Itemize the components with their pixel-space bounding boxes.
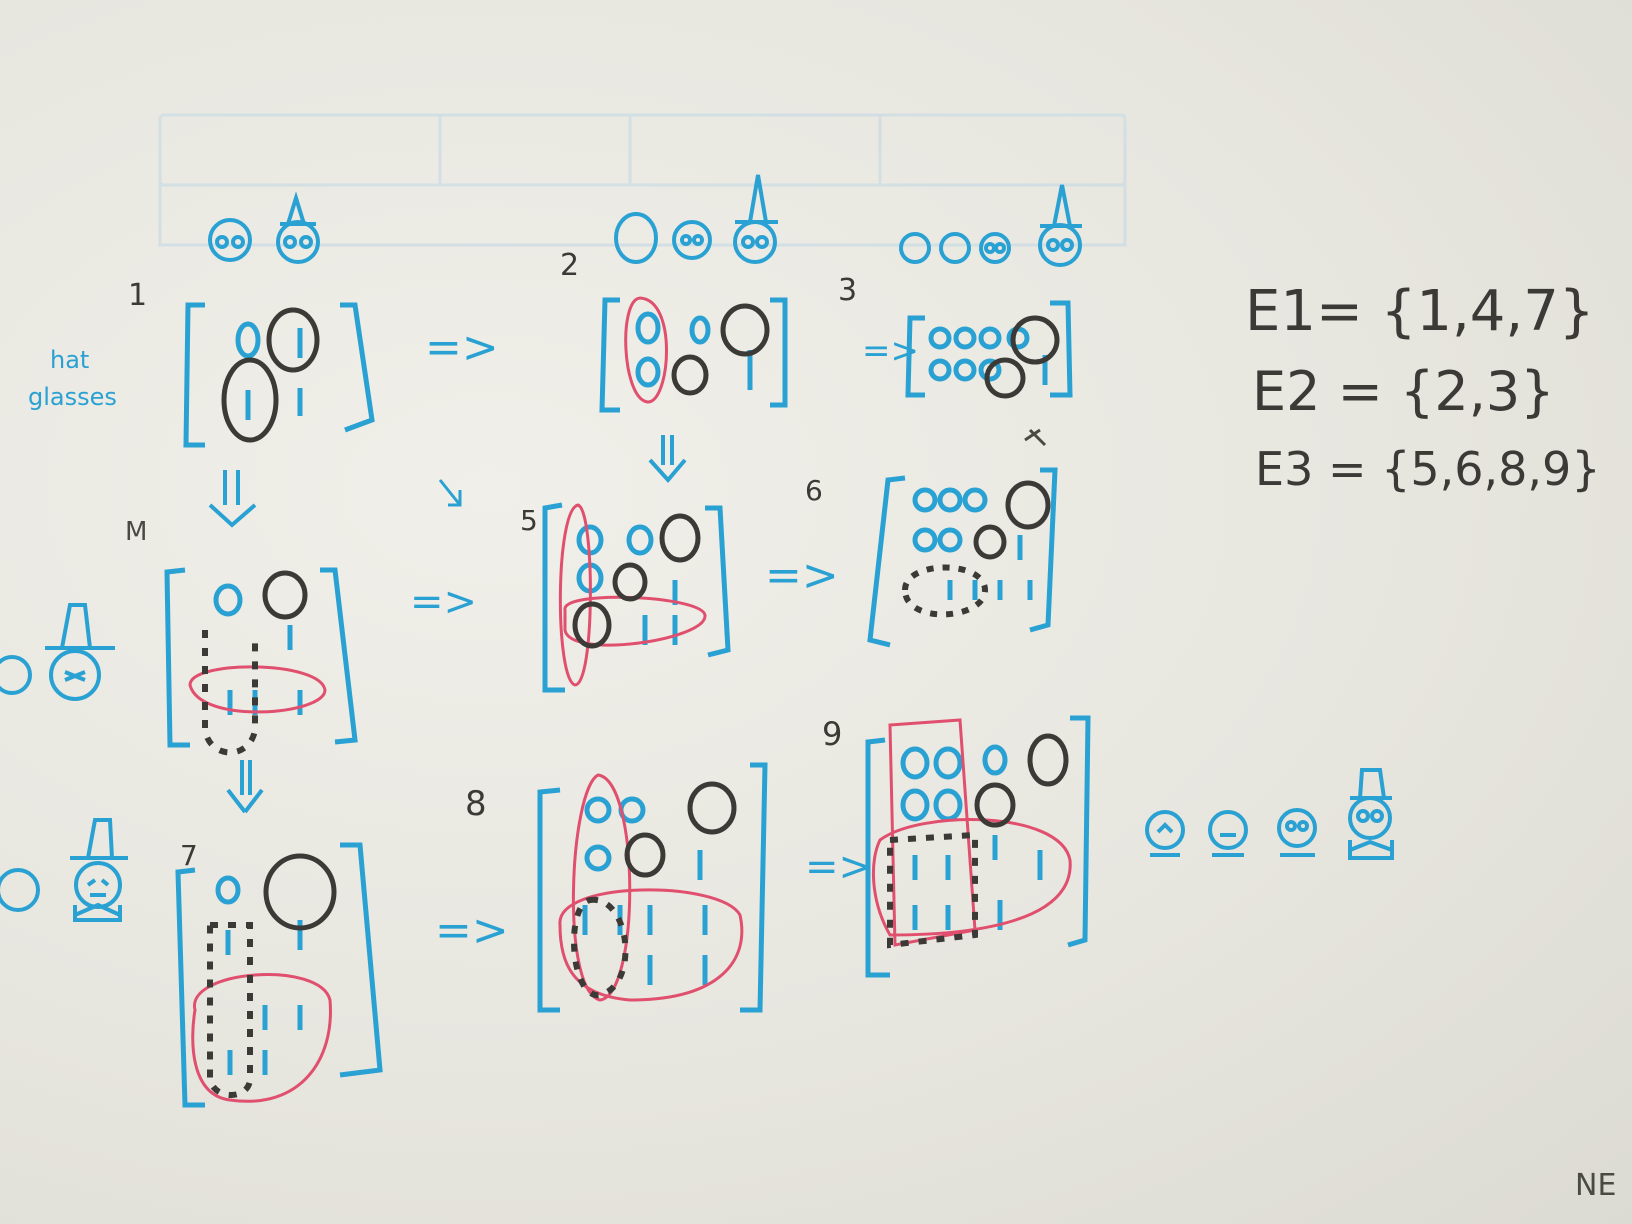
arrow-5-to-6: =>: [765, 550, 839, 601]
step-1: 1 hat glasses: [28, 191, 375, 528]
step-number-7: 7: [180, 839, 198, 872]
matrix-3-marks: [984, 315, 1060, 399]
matrix-4-marks: [262, 570, 308, 620]
dotted-loop-6: [901, 564, 989, 618]
step-number-6: 6: [805, 474, 823, 507]
arrow-4-to-5: =>: [410, 579, 477, 625]
matrix-6-marks: [973, 480, 1051, 560]
step-7: 7: [0, 818, 383, 1108]
face-glasses-icon: [208, 218, 252, 262]
step-number-9: 9: [822, 715, 842, 753]
faces-step-3: [899, 184, 1082, 267]
matrix-1: [183, 302, 375, 448]
step-3: 3: [838, 184, 1082, 447]
faces-step-9: [1145, 768, 1394, 860]
matrix-2-marks: [671, 303, 770, 396]
step-4-scribble: M: [125, 517, 147, 547]
arrow-down-1: [208, 470, 257, 528]
set-e3: E3 = {5,6,8,9}: [1255, 442, 1601, 496]
step-9: 9: [822, 715, 1394, 978]
arrow-up-small: [1024, 428, 1047, 447]
set-definitions: E1= {1,4,7} E2 = {2,3} E3 = {5,6,8,9}: [1245, 279, 1601, 496]
step-number-2: 2: [560, 248, 579, 283]
set-e1: E1= {1,4,7}: [1245, 279, 1594, 344]
pink-loop-7: [191, 973, 332, 1103]
matrix-6: [867, 467, 1058, 648]
dotted-loop-4: [202, 630, 258, 756]
dotted-loop-8: [571, 896, 629, 999]
pink-loop-9b: [872, 818, 1072, 937]
faces-step-4: [0, 603, 115, 701]
pink-loop-2: [624, 296, 668, 404]
step-number-1: 1: [128, 278, 147, 313]
arrow-down-2: [648, 435, 687, 484]
matrix-8: [537, 762, 768, 1013]
set-e2: E2 = {2,3}: [1252, 360, 1555, 423]
step-number-8: 8: [465, 784, 487, 824]
corner-scribble: NE: [1575, 1168, 1616, 1203]
side-note-glasses: glasses: [28, 383, 117, 411]
step-4: M: [0, 517, 358, 814]
matrix-4: [164, 567, 358, 748]
arrow-1-to-2: =>: [425, 322, 499, 373]
step-2: 2: [560, 174, 788, 484]
arrow-1-to-5: [438, 479, 462, 507]
arrow-8-to-9: =>: [805, 844, 872, 890]
matrix-5-marks: [572, 513, 701, 649]
step-number-5: 5: [520, 504, 538, 537]
pink-loop-8a: [571, 773, 632, 1002]
faces-step-2: [614, 174, 778, 264]
matrix-1-marks: [221, 307, 320, 443]
step-5: 5: [520, 502, 731, 693]
pink-loop-9a: [888, 718, 977, 947]
arrow-7-to-8: =>: [435, 905, 509, 956]
matrix-3: [905, 300, 1073, 398]
face-hat-glasses-icon: [276, 191, 320, 264]
dotted-loop-9: [887, 831, 978, 949]
matrix-2: [599, 297, 788, 413]
dotted-loop-7: [207, 922, 253, 1098]
faces-step-7: [0, 818, 128, 922]
matrix-7: [175, 842, 383, 1108]
step-8: 8: [465, 762, 768, 1013]
matrix-8-marks: [624, 781, 737, 878]
side-note-hat: hat: [50, 346, 89, 374]
pink-loop-4: [188, 665, 327, 714]
matrix-7-marks: [263, 853, 337, 931]
matrix-9-marks: [974, 733, 1069, 828]
step-number-3: 3: [838, 273, 857, 308]
step-6: 6: [805, 467, 1058, 648]
arrow-down-4: [226, 760, 264, 814]
faint-erased-table: [158, 113, 1127, 247]
pink-loop-5a: [558, 503, 592, 687]
